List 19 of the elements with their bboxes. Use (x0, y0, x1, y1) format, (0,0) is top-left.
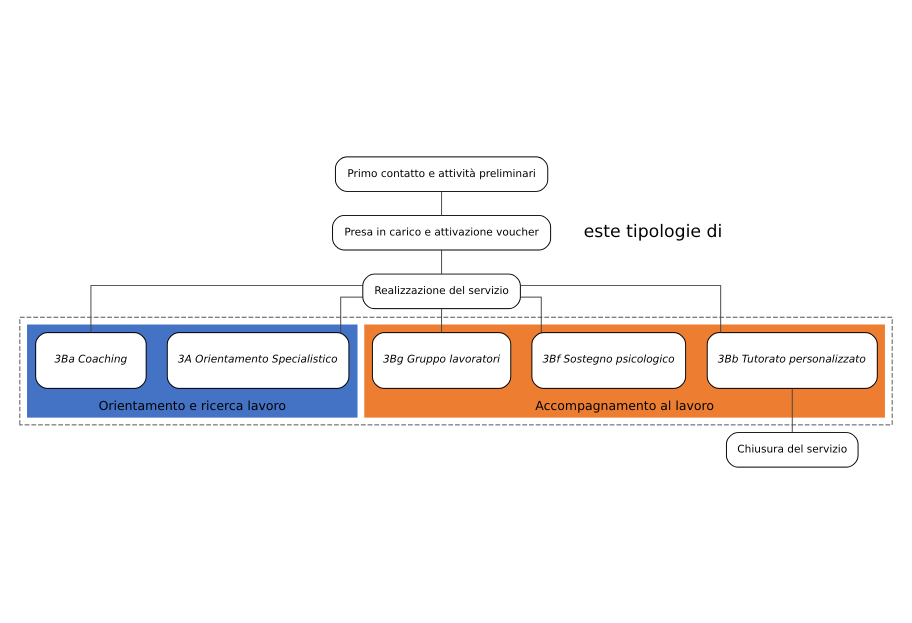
connector (441, 308, 442, 333)
connector (520, 296, 542, 332)
node-box: Presa in carico e attivazione voucher (332, 214, 552, 250)
node-box: 3Ba Coaching (35, 332, 147, 388)
node-box: Primo contatto e attività preliminari (334, 156, 548, 192)
node-box: 3Bf Sostegno psicologico (531, 332, 686, 388)
cluster (19, 316, 893, 425)
node-box: Chiusura del servizio (726, 432, 859, 468)
label: este tipologie di (584, 221, 722, 242)
node-box: 3Bg Gruppo lavoratori (372, 332, 512, 388)
connector (340, 296, 364, 332)
node-box: 3Bb Tutorato personalizzato (706, 332, 878, 388)
node-box: Realizzazione del servizio (362, 273, 521, 309)
connector (90, 284, 363, 333)
connector (792, 388, 793, 432)
connector (441, 190, 442, 216)
connector (520, 284, 722, 333)
connector (441, 249, 442, 274)
node-box: 3A Orientamento Specialistico (166, 332, 350, 388)
